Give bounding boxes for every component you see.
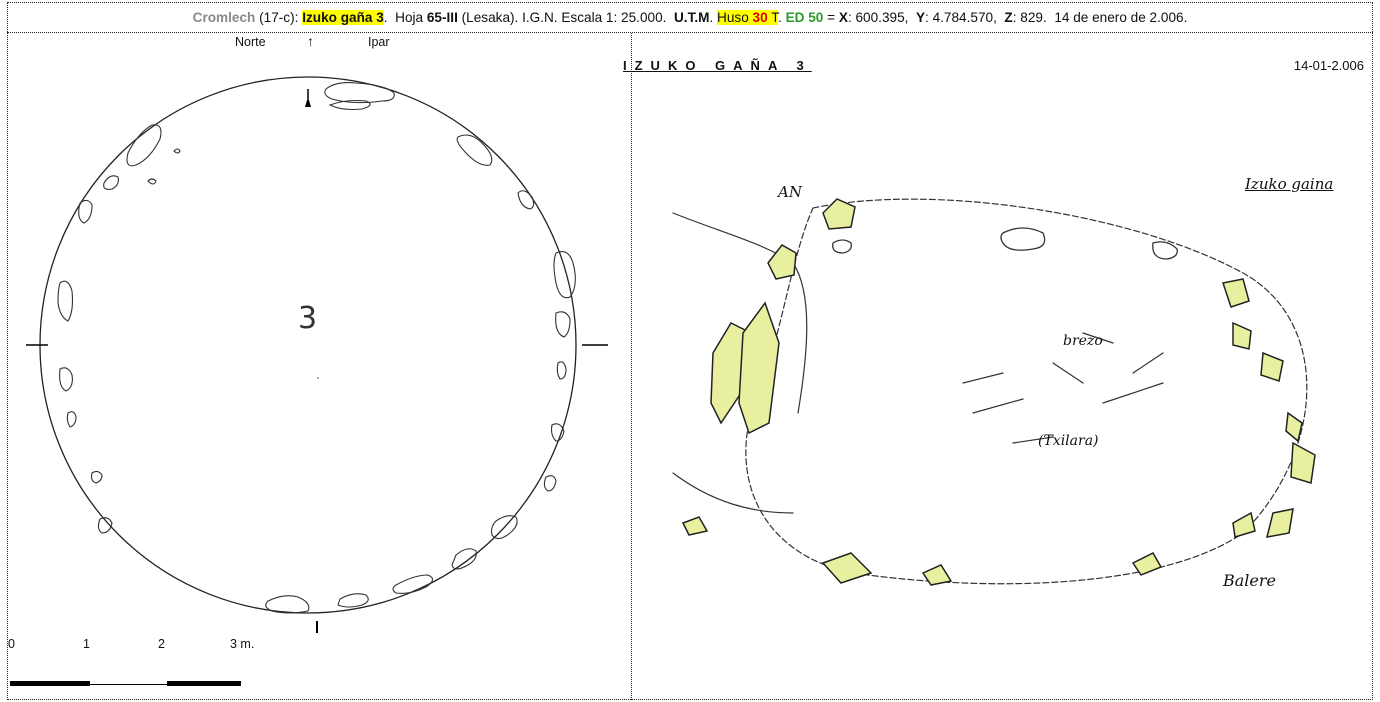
scale-tick-2: 2 xyxy=(158,637,165,651)
header-caption: Cromlech (17-c): Izuko gaña 3. Hoja 65-I… xyxy=(7,2,1373,33)
north-arrow-icon: ↑ xyxy=(307,33,314,49)
cromlech-label: Cromlech xyxy=(192,10,256,25)
hoja-label: Hoja xyxy=(395,10,424,25)
sketch-inner-label-2: (Txilara) xyxy=(1038,433,1099,449)
cromlech-circle xyxy=(39,76,577,614)
huso-number: 30 xyxy=(752,10,768,25)
hoja-number: 65-III xyxy=(426,10,458,25)
monument-name: Izuko gaña 3 xyxy=(302,10,384,25)
sketch-stones xyxy=(681,198,1316,586)
cromlech-code: (17-c): xyxy=(259,10,299,25)
cromlech-plan-drawing xyxy=(26,76,608,633)
scale-tick-1: 1 xyxy=(83,637,90,651)
sketch-panel: IZUKO GAÑA 3 14-01-2.006 xyxy=(623,33,1372,699)
stone-number-label: 3 xyxy=(298,301,318,336)
y-label: Y xyxy=(915,10,926,25)
equals-sign: = xyxy=(827,10,836,25)
sketch-inner-label-1: brezo xyxy=(1063,333,1103,349)
sketch-stone-outlines xyxy=(832,227,1178,260)
north-tick-icon xyxy=(305,97,311,107)
utm-label: U.T.M xyxy=(673,10,710,25)
scale-bar-segment-3 xyxy=(167,681,241,686)
north-label-eu: Ipar xyxy=(368,35,390,49)
y-value: : 4.784.570, xyxy=(925,10,997,25)
scale-bar-segment-2 xyxy=(90,684,167,685)
z-value: : 829. xyxy=(1012,10,1047,25)
north-label-es: Norte xyxy=(235,35,266,49)
sketch-north-label: AN xyxy=(778,183,802,201)
sketch-bottom-label: Balere xyxy=(1223,571,1276,590)
x-value: : 600.395, xyxy=(847,10,909,25)
z-label: Z xyxy=(1004,10,1013,25)
sketch-date: 14-01-2.006 xyxy=(1293,58,1364,73)
sketch-place-label: Izuko gaina xyxy=(1245,175,1334,193)
survey-date: 14 de enero de 2.006. xyxy=(1054,10,1188,25)
stone-outlines xyxy=(57,82,576,614)
panel-divider xyxy=(631,33,632,700)
scale-tick-0: 0 xyxy=(8,637,15,651)
x-label: X xyxy=(838,10,848,25)
plan-panel: Norte ↑ Ipar xyxy=(8,33,630,699)
hoja-place: (Lesaka). I.G.N. Escala 1: 25.000. xyxy=(461,10,667,25)
datum-label: ED 50 xyxy=(785,10,824,25)
scale-bar-segment-1 xyxy=(10,681,90,686)
sketch-title: IZUKO GAÑA 3 xyxy=(623,58,812,73)
page-frame xyxy=(7,2,1373,700)
field-sketch-drawing xyxy=(672,198,1316,586)
huso-label: Huso xyxy=(717,10,749,25)
huso-zone: T xyxy=(771,10,778,25)
scale-tick-3: 3 m. xyxy=(230,637,255,651)
